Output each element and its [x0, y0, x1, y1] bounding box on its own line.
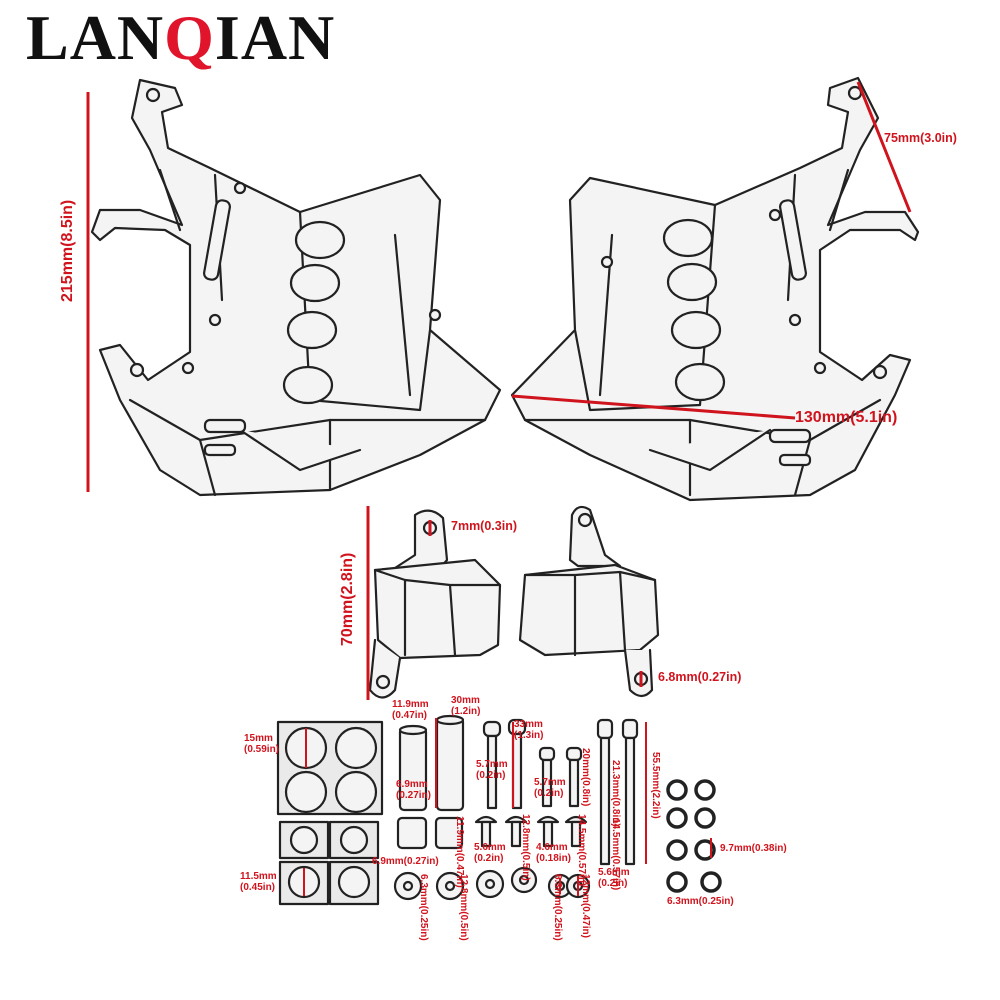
bolt-c-in: (0.2in) [534, 787, 564, 799]
spacer-c-label: 6.9mm(0.27in) [396, 779, 432, 801]
spacer-a-mm: 11.9mm [392, 699, 429, 710]
pad-small-mm: 11.5mm [240, 871, 277, 882]
long-bolt-a-label: 21.3mm(0.8in) [610, 760, 621, 827]
spacer-a-in: (0.47in) [392, 709, 428, 721]
left-skid-plate [90, 78, 502, 497]
height-main-label: 215mm(8.5in) [59, 199, 76, 302]
spacer-c-in: (0.27in) [396, 789, 432, 801]
spring-washers [666, 779, 722, 893]
washer-b-label: 12.8mm(0.5in) [458, 874, 469, 941]
pad-large-mm: 15mm [244, 733, 273, 744]
long-bolt-d-in: (0.2in) [598, 877, 628, 889]
brand-logo: LANQIAN [26, 6, 335, 70]
bolt-a-mm: 33mm [514, 719, 543, 730]
arm-length-label: 75mm(3.0in) [884, 131, 957, 145]
washers [393, 866, 591, 901]
bolt-b-in: (0.2in) [476, 769, 506, 781]
pad-large-in: (0.59in) [244, 743, 280, 755]
bolt-f-label: 12.8mm(0.5in) [520, 814, 531, 881]
long-bolt-d-mm: 5.6mm [598, 867, 630, 878]
pad-large-label: 15mm(0.59in) [244, 733, 280, 755]
bolt-c-label: 5.7mm(0.2in) [534, 777, 566, 799]
bolt-g-label: 4.6mm(0.18in) [536, 842, 572, 864]
bolt-e-mm: 5.6mm [474, 842, 506, 853]
spacer-a-label: 11.9mm(0.47in) [392, 699, 429, 721]
ring-b-label: 6.3mm(0.25in) [667, 896, 734, 907]
bolt-a-in: (1.3in) [514, 729, 544, 741]
spacer-c-mm: 6.9mm [396, 779, 428, 790]
height-small-label: 70mm(2.8in) [339, 552, 356, 646]
washer-d-label: 12mm(0.47in) [580, 874, 591, 938]
measure-lines [86, 81, 912, 896]
bolt-b-label: 5.7mm(0.2in) [476, 759, 508, 781]
brand-text-pre: LAN [26, 2, 165, 73]
bolt-d-label: 20mm(0.8in) [580, 748, 591, 807]
bolt-e-label: 5.6mm(0.2in) [474, 842, 506, 864]
pad-small-in: (0.45in) [240, 881, 276, 893]
brand-text-post: IAN [214, 2, 336, 73]
spacer-b-mm: 30mm [451, 695, 480, 706]
right-small-guard [518, 505, 660, 698]
bolt-c-mm: 5.7mm [534, 777, 566, 788]
bolts [474, 718, 639, 866]
bolt-e-in: (0.2in) [474, 852, 504, 864]
spacers [396, 714, 465, 850]
bolt-g-mm: 4.6mm [536, 842, 568, 853]
right-skid-plate [510, 76, 920, 502]
bolt-a-label: 33mm(1.3in) [514, 719, 544, 741]
spacer-d-label: 6.9mm(0.27in) [372, 856, 439, 867]
long-bolt-d-label: 5.6mm(0.2in) [598, 867, 630, 889]
ring-a-label: 9.7mm(0.38in) [720, 843, 787, 854]
washer-a-label: 6.3mm(0.25in) [418, 874, 429, 941]
width-main-label: 130mm(5.1in) [795, 409, 898, 426]
washer-c-label: 6.3mm(0.25in) [552, 874, 563, 941]
hole-top-label: 7mm(0.3in) [451, 519, 517, 533]
brand-text-q: Q [164, 2, 215, 73]
long-bolt-c-label: 55.5mm(2.2in) [650, 752, 661, 819]
hole-bottom-label: 6.8mm(0.27in) [658, 670, 742, 684]
rubber-pads [276, 720, 384, 906]
bolt-b-mm: 5.7mm [476, 759, 508, 770]
pad-small-label: 11.5mm(0.45in) [240, 871, 277, 893]
left-small-guard [368, 509, 502, 699]
bolt-g-in: (0.18in) [536, 852, 572, 864]
spacer-b-in: (1.2in) [451, 705, 481, 717]
spacer-b-label: 30mm(1.2in) [451, 695, 481, 717]
